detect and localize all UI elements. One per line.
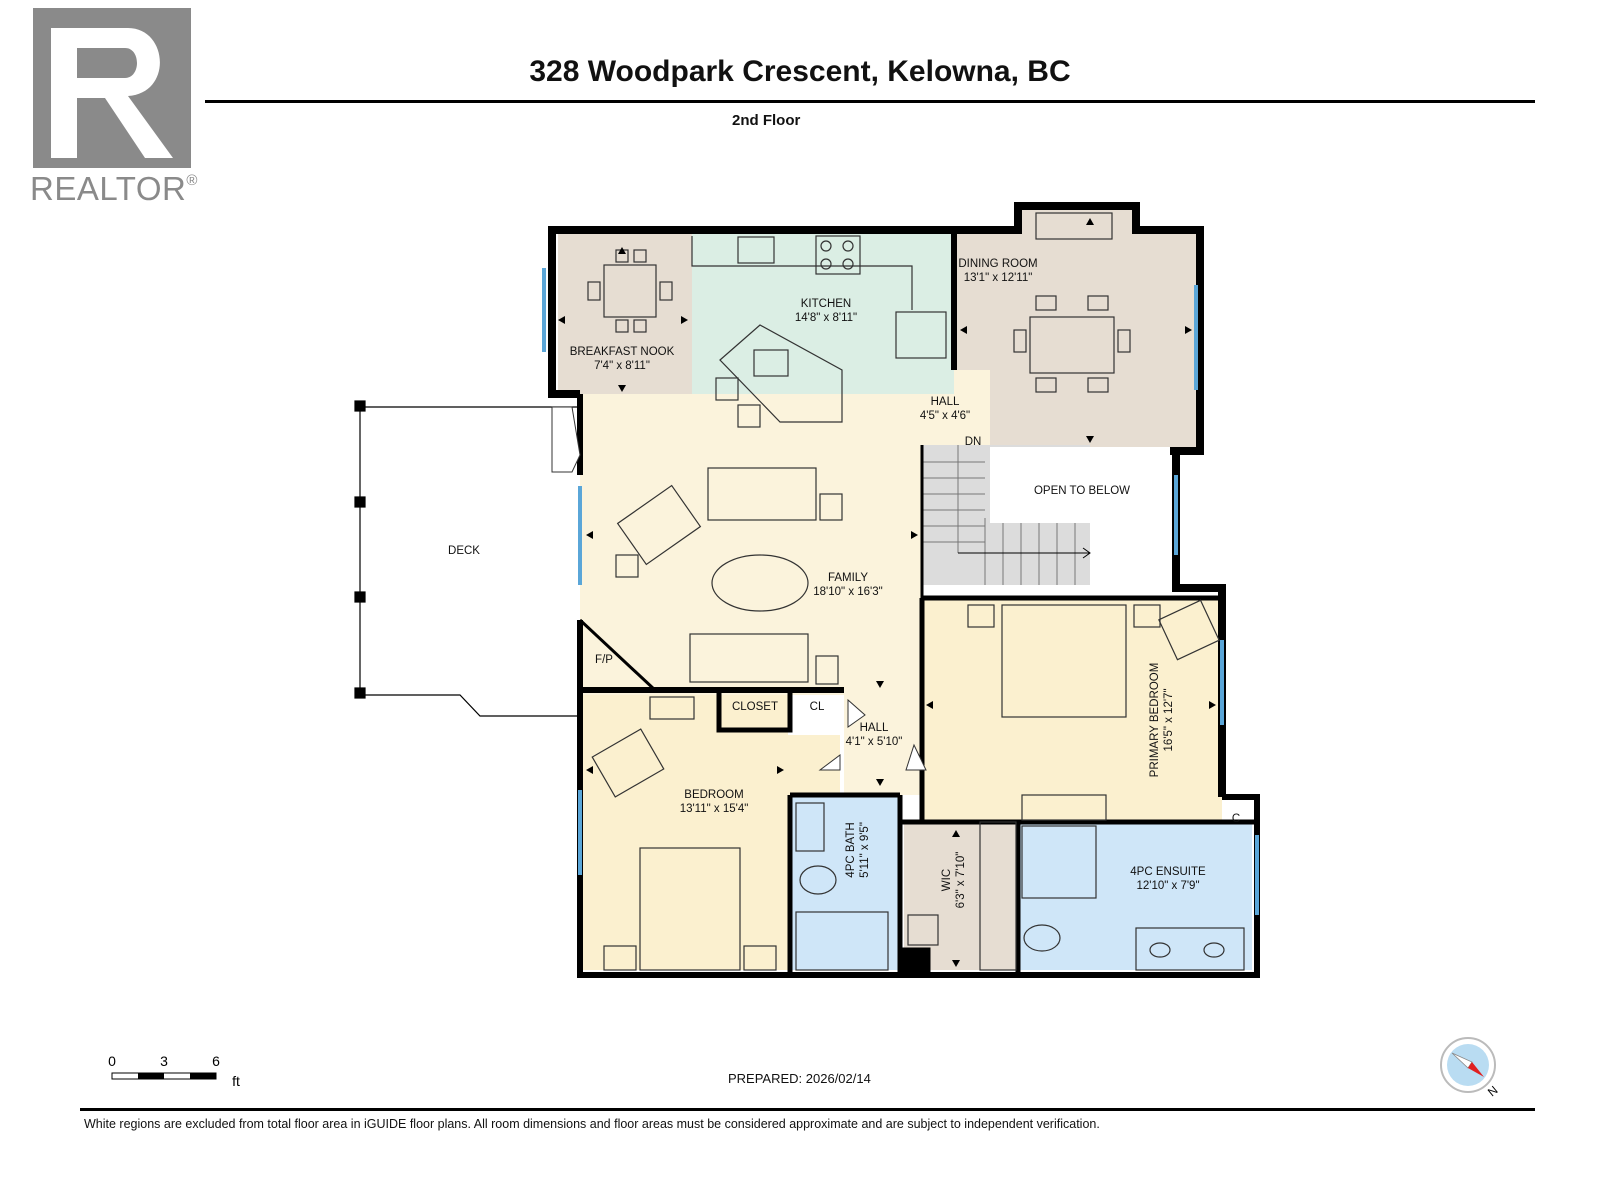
room-family-dims: 18'10" x 16'3" bbox=[813, 586, 882, 598]
dimension-arrows bbox=[558, 218, 1216, 967]
deck bbox=[354, 400, 580, 717]
room-kitchen-dims: 14'8" x 8'11" bbox=[795, 312, 857, 324]
room-ensuite-name: 4PC ENSUITE bbox=[1130, 866, 1206, 878]
room-hall-top-dims: 4'5" x 4'6" bbox=[920, 410, 970, 422]
room-bedroom-name: BEDROOM bbox=[684, 789, 743, 801]
compass-icon: N bbox=[1438, 1035, 1508, 1105]
family-fill bbox=[580, 370, 990, 780]
room-kitchen-name: KITCHEN bbox=[801, 298, 851, 310]
c-label: C bbox=[1232, 813, 1240, 825]
open-to-below-area bbox=[990, 447, 1170, 523]
doors bbox=[551, 406, 927, 771]
footer-divider bbox=[80, 1108, 1535, 1111]
prepared-date: PREPARED: 2026/02/14 bbox=[728, 1071, 871, 1086]
scale-tick-6: 6 bbox=[212, 1053, 220, 1069]
room-hall-top-name: HALL bbox=[931, 396, 960, 408]
room-wic-dims: 6'3" x 7'10" bbox=[955, 852, 967, 909]
scale-unit: ft bbox=[232, 1073, 240, 1089]
bath-fill bbox=[790, 795, 900, 970]
room-ensuite-dims: 12'10" x 7'9" bbox=[1136, 880, 1199, 892]
breakfast-nook-fill bbox=[558, 234, 692, 394]
disclaimer-text: White regions are excluded from total fl… bbox=[84, 1117, 1100, 1131]
room-bath-dims: 5'11" x 9'5" bbox=[859, 822, 871, 878]
realtor-r-icon bbox=[33, 8, 191, 168]
cl-label: CL bbox=[810, 701, 825, 713]
room-dining-name: DINING ROOM bbox=[958, 258, 1037, 270]
scale-tick-3: 3 bbox=[160, 1053, 168, 1069]
room-bedroom-dims: 13'11" x 15'4" bbox=[680, 803, 749, 815]
sink-icon bbox=[737, 236, 775, 264]
furniture bbox=[587, 212, 1245, 971]
room-primary-bedroom-name: PRIMARY BEDROOM bbox=[1149, 663, 1161, 778]
room-primary-bedroom-dims: 16'5" x 12'7" bbox=[1163, 688, 1175, 751]
dining-fill bbox=[954, 210, 1196, 447]
room-family-name: FAMILY bbox=[828, 572, 868, 584]
room-hall-mid-name: HALL bbox=[860, 722, 889, 734]
room-bath-name: 4PC BATH bbox=[845, 822, 857, 877]
scale-bar: 0 3 6 ft bbox=[108, 1053, 248, 1093]
compass-north-label: N bbox=[1485, 1083, 1501, 1099]
deck-label: DECK bbox=[448, 545, 480, 557]
stove-icon bbox=[815, 235, 861, 275]
realtor-wordmark: REALTOR® bbox=[30, 170, 198, 207]
windows bbox=[542, 268, 1259, 915]
room-breakfast-nook-dims: 7'4" x 8'11" bbox=[594, 360, 650, 372]
stairs-down-label: DN bbox=[965, 436, 982, 448]
realtor-logo bbox=[33, 8, 191, 168]
open-to-below-label: OPEN TO BELOW bbox=[1034, 485, 1130, 497]
room-hall-mid-dims: 4'1" x 5'10" bbox=[846, 736, 903, 748]
title-divider bbox=[205, 100, 1535, 103]
room-labels: BREAKFAST NOOK 7'4" x 8'11" KITCHEN 14'8… bbox=[448, 258, 1240, 908]
room-dining-dims: 13'1" x 12'11" bbox=[964, 272, 1033, 284]
floor-label: 2nd Floor bbox=[732, 112, 801, 129]
fireplace-label: F/P bbox=[595, 654, 613, 666]
staircase bbox=[922, 445, 1091, 585]
room-wic-name: WIC bbox=[941, 869, 953, 891]
scale-tick-0: 0 bbox=[108, 1053, 116, 1069]
room-breakfast-nook-name: BREAKFAST NOOK bbox=[570, 346, 675, 358]
primary-bedroom-fill bbox=[922, 598, 1222, 820]
closet-label: CLOSET bbox=[732, 701, 778, 713]
address-title: 328 Woodpark Crescent, Kelowna, BC bbox=[529, 55, 1071, 88]
